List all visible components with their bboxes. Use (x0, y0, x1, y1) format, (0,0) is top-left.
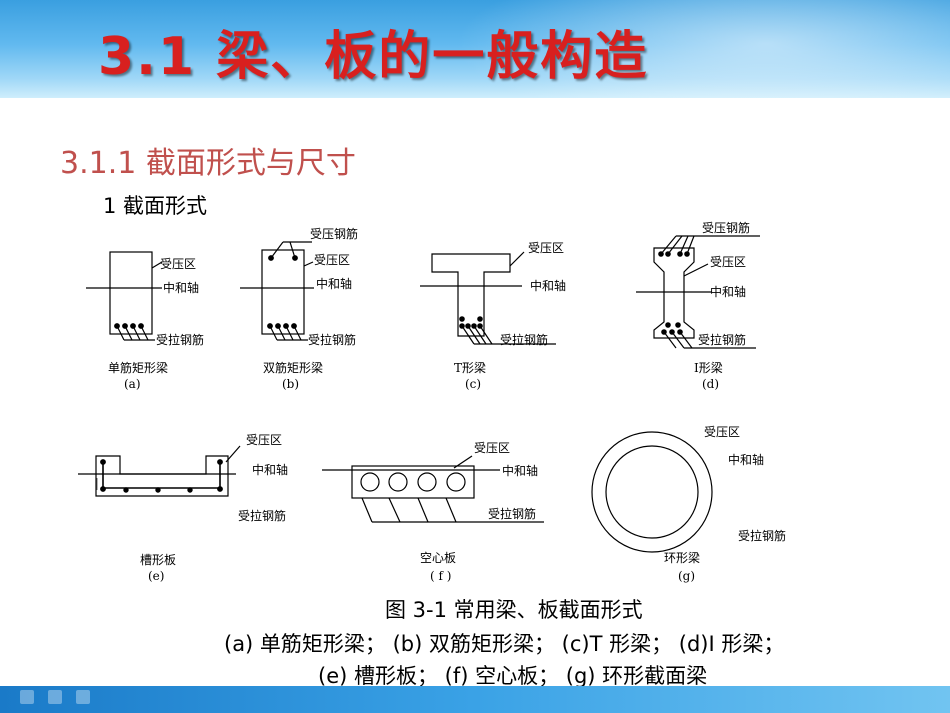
figure-d-tag: (d) (702, 377, 719, 391)
label-e-tension-rebar: 受拉钢筋 (238, 508, 286, 523)
figure-d-i-beam (636, 235, 760, 349)
label-a-compression-zone: 受压区 (160, 257, 196, 271)
figure-f-hollow-slab (322, 455, 544, 523)
figure-d-name: I形梁 (694, 360, 723, 375)
label-c-compression-zone: 受压区 (528, 241, 564, 255)
figure-f-tag: ( f ) (430, 569, 451, 583)
nav-icon[interactable] (76, 690, 90, 704)
banner-glow (430, 0, 950, 98)
label-d-compression-zone: 受压区 (710, 255, 746, 269)
label-g-tension-rebar: 受拉钢筋 (738, 528, 786, 543)
subsection-heading: 1 截面形式 (103, 194, 208, 218)
label-e-compression-zone: 受压区 (246, 433, 282, 447)
figure-e-tag: (e) (148, 569, 164, 583)
label-e-neutral-axis: 中和轴 (252, 462, 288, 477)
slide-title: 3.1 梁、板的一般构造 (98, 27, 649, 87)
figure-b-tag: (b) (282, 377, 299, 391)
figure-g-tag: (g) (678, 569, 695, 583)
label-c-neutral-axis: 中和轴 (530, 278, 566, 293)
figure-g-ring-beam (591, 431, 713, 553)
figure-caption-line1: (a) 单筋矩形梁； (b) 双筋矩形梁； (c)T 形梁； (d)I 形梁； (224, 632, 785, 656)
label-b-tension-rebar: 受拉钢筋 (308, 332, 356, 347)
figure-a-name: 单筋矩形梁 (108, 360, 168, 375)
label-c-tension-rebar: 受拉钢筋 (500, 332, 548, 347)
label-b-compression-rebar: 受压钢筋 (310, 226, 358, 241)
footer-icon-strip (20, 690, 90, 704)
label-d-neutral-axis: 中和轴 (710, 284, 746, 299)
figure-a-tag: (a) (124, 377, 141, 391)
label-a-tension-rebar: 受拉钢筋 (156, 332, 204, 347)
figure-caption-line2: (e) 槽形板； (f) 空心板； (g) 环形截面梁 (318, 664, 708, 688)
figure-a-rect-beam (86, 251, 163, 341)
slide-menu-icon[interactable] (48, 690, 62, 704)
figure-c-t-beam (420, 251, 556, 345)
figure-g-name: 环形梁 (664, 550, 700, 565)
label-d-tension-rebar: 受拉钢筋 (698, 332, 746, 347)
figure-e-channel-slab (78, 445, 241, 497)
label-g-compression-zone: 受压区 (704, 425, 740, 439)
figure-f-name: 空心板 (420, 551, 456, 565)
figure-b-name: 双筋矩形梁 (263, 360, 323, 375)
figure-c-tag: (c) (465, 377, 481, 391)
label-b-neutral-axis: 中和轴 (316, 276, 352, 291)
figure-b-double-beam (240, 241, 314, 341)
pen-icon[interactable] (20, 690, 34, 704)
label-b-compression-zone: 受压区 (314, 253, 350, 267)
figure-caption-title: 图 3-1 常用梁、板截面形式 (385, 598, 643, 622)
label-f-compression-zone: 受压区 (474, 441, 510, 455)
figure-e-name: 槽形板 (140, 553, 176, 567)
label-d-compression-rebar: 受压钢筋 (702, 220, 750, 235)
label-g-neutral-axis: 中和轴 (728, 452, 764, 467)
figure-c-name: T形梁 (454, 360, 486, 375)
title-banner: 3.1 梁、板的一般构造 (0, 0, 950, 98)
footer-bar (0, 686, 950, 713)
label-f-neutral-axis: 中和轴 (502, 463, 538, 478)
label-f-tension-rebar: 受拉钢筋 (488, 506, 536, 521)
label-a-neutral-axis: 中和轴 (163, 280, 199, 295)
section-subtitle: 3.1.1 截面形式与尺寸 (60, 146, 356, 181)
